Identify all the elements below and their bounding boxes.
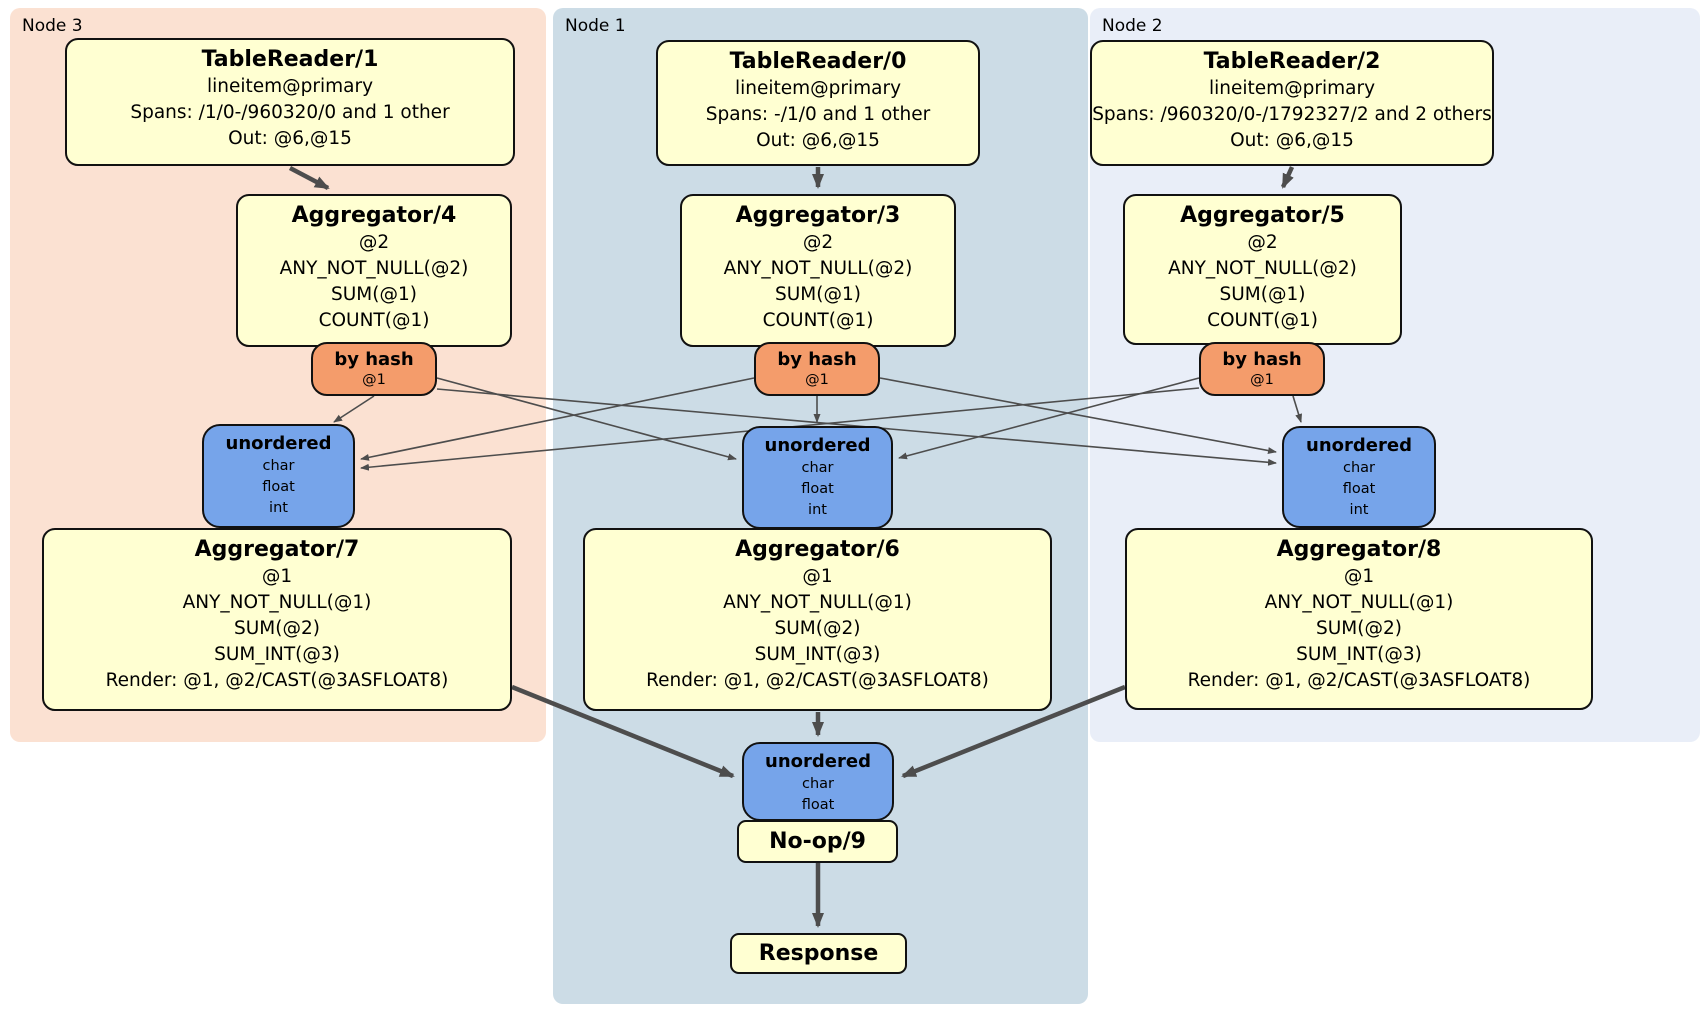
sync-unordered-final: unordered char float: [742, 742, 894, 821]
agg-group-cols: @1: [1343, 566, 1375, 587]
agg-fn: SUM_INT(@3): [214, 644, 340, 665]
agg-group-cols: @1: [802, 566, 833, 587]
processor-title: TableReader/0: [729, 49, 907, 74]
region-node-1-label: Node 1: [565, 16, 626, 36]
processor-title: TableReader/1: [201, 47, 379, 72]
processor-aggregator-6: Aggregator/6 @1 ANY_NOT_NULL(@1) SUM(@2)…: [583, 528, 1052, 711]
agg-group-cols: @2: [358, 232, 390, 253]
sync-type: int: [808, 502, 827, 518]
sync-unordered-7: unordered char float int: [202, 424, 355, 528]
processor-title: Aggregator/8: [1276, 537, 1442, 562]
agg-render: Render: @1, @2/CAST(@3ASFLOAT8): [646, 670, 989, 691]
router-title: by hash: [1222, 349, 1302, 370]
processor-spans: Spans: -/1/0 and 1 other: [705, 104, 931, 125]
processor-out: Out: @6,@15: [1230, 130, 1354, 151]
sync-type: char: [801, 776, 834, 792]
agg-fn: COUNT(@1): [318, 310, 430, 331]
processor-aggregator-7: Aggregator/7 @1 ANY_NOT_NULL(@1) SUM(@2)…: [42, 528, 512, 711]
agg-group-cols: @2: [802, 232, 834, 253]
router-title: by hash: [777, 349, 857, 370]
sync-type: int: [269, 500, 288, 516]
processor-title: Aggregator/7: [194, 537, 360, 562]
sync-title: unordered: [1306, 435, 1412, 456]
router-by-hash-3: by hash @1: [754, 342, 880, 396]
agg-fn: ANY_NOT_NULL(@2): [279, 258, 469, 279]
processor-title: No-op/9: [769, 829, 866, 854]
region-node-2-label: Node 2: [1102, 16, 1163, 36]
sync-type: char: [801, 460, 834, 476]
processor-aggregator-4: Aggregator/4 @2 ANY_NOT_NULL(@2) SUM(@1)…: [236, 194, 512, 347]
agg-fn: SUM(@2): [234, 618, 320, 639]
agg-fn: ANY_NOT_NULL(@1): [723, 592, 912, 613]
sync-title: unordered: [764, 435, 871, 456]
agg-group-cols: @1: [261, 566, 293, 587]
region-node-3-label: Node 3: [22, 16, 83, 36]
processor-response: Response: [730, 933, 907, 974]
processor-title: Aggregator/5: [1180, 203, 1345, 228]
agg-fn: COUNT(@1): [1207, 310, 1318, 331]
agg-fn: SUM_INT(@3): [1296, 644, 1422, 665]
agg-render: Render: @1, @2/CAST(@3ASFLOAT8): [1187, 670, 1531, 691]
agg-fn: ANY_NOT_NULL(@2): [1168, 258, 1357, 279]
processor-noop-9: No-op/9: [737, 820, 898, 863]
sync-type: char: [1342, 460, 1375, 476]
processor-index: lineitem@primary: [1208, 78, 1376, 99]
sync-type: char: [262, 458, 295, 474]
sync-unordered-8: unordered char float int: [1282, 426, 1436, 528]
processor-title: Aggregator/4: [291, 203, 457, 228]
agg-fn: SUM(@2): [774, 618, 861, 639]
agg-fn: SUM(@1): [775, 284, 861, 305]
stream-arrows: [288, 166, 1295, 928]
agg-render: Render: @1, @2/CAST(@3ASFLOAT8): [105, 670, 449, 691]
processor-aggregator-8: Aggregator/8 @1 ANY_NOT_NULL(@1) SUM(@2)…: [1125, 528, 1593, 710]
processor-title: Aggregator/6: [735, 537, 900, 562]
agg-fn: SUM(@2): [1316, 618, 1402, 639]
sync-type: float: [262, 479, 295, 495]
agg-fn: COUNT(@1): [762, 310, 874, 331]
router-cols: @1: [362, 372, 386, 388]
sync-type: float: [1342, 481, 1376, 497]
processor-aggregator-5: Aggregator/5 @2 ANY_NOT_NULL(@2) SUM(@1)…: [1123, 194, 1402, 345]
router-by-hash-5: by hash @1: [1199, 342, 1325, 396]
sync-title: unordered: [225, 433, 332, 454]
agg-fn: SUM(@1): [331, 284, 417, 305]
processor-aggregator-3: Aggregator/3 @2 ANY_NOT_NULL(@2) SUM(@1)…: [680, 194, 956, 347]
agg-fn: ANY_NOT_NULL(@1): [1264, 592, 1454, 613]
router-title: by hash: [334, 349, 414, 370]
processor-tablereader-1: TableReader/1 lineitem@primary Spans: /1…: [65, 38, 515, 166]
router-cols: @1: [1250, 372, 1274, 388]
processor-spans: Spans: /1/0-/960320/0 and 1 other: [130, 102, 450, 123]
processor-title: Aggregator/3: [735, 203, 901, 228]
processor-title: TableReader/2: [1203, 49, 1381, 74]
processor-title: Response: [758, 941, 879, 966]
processor-index: lineitem@primary: [206, 76, 374, 97]
processor-out: Out: @6,@15: [756, 130, 880, 151]
agg-fn: ANY_NOT_NULL(@1): [182, 592, 372, 613]
router-by-hash-4: by hash @1: [311, 342, 437, 396]
sync-type: int: [1349, 502, 1369, 518]
agg-fn: SUM(@1): [1219, 284, 1306, 305]
router-cols: @1: [805, 372, 829, 388]
processor-tablereader-0: TableReader/0 lineitem@primary Spans: -/…: [656, 40, 980, 166]
sync-title: unordered: [765, 751, 871, 772]
agg-group-cols: @2: [1247, 232, 1278, 253]
processor-index: lineitem@primary: [734, 78, 902, 99]
processor-spans: Spans: /960320/0-/1792327/2 and 2 others: [1092, 104, 1492, 125]
agg-fn: SUM_INT(@3): [754, 644, 881, 665]
agg-fn: ANY_NOT_NULL(@2): [723, 258, 913, 279]
sync-type: float: [801, 797, 835, 813]
processor-out: Out: @6,@15: [228, 128, 352, 149]
processor-tablereader-2: TableReader/2 lineitem@primary Spans: /9…: [1090, 40, 1494, 166]
sync-type: float: [801, 481, 834, 497]
sync-unordered-6: unordered char float int: [742, 426, 893, 529]
